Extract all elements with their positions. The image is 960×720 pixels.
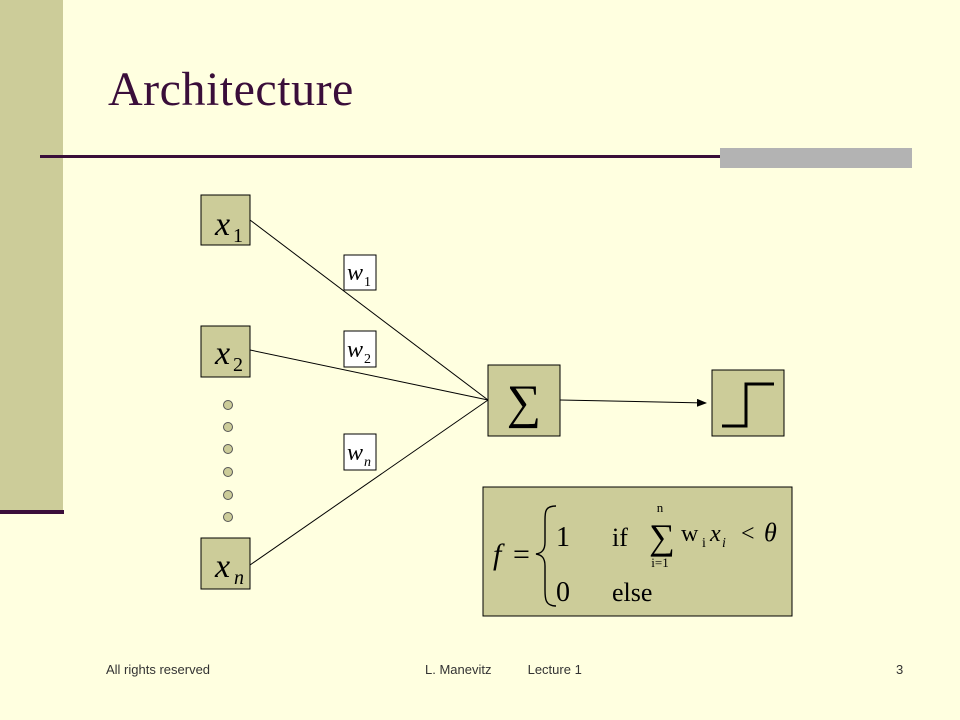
svg-text:i=1: i=1 [651, 555, 668, 570]
weight-box-wn: w n [343, 433, 377, 471]
svg-text:1: 1 [364, 275, 371, 290]
sigma-icon: ∑ [507, 376, 541, 429]
svg-text:θ: θ [764, 518, 777, 547]
svg-text:x: x [214, 548, 230, 585]
svg-text:∑: ∑ [649, 517, 675, 557]
input-node-x2: x 2 [200, 325, 251, 378]
connection-x2 [249, 349, 489, 401]
footer-author-lecture: L. Manevitz Lecture 1 [425, 662, 582, 677]
title-underline [40, 155, 912, 158]
svg-text:=: = [513, 538, 530, 571]
svg-text:if: if [612, 523, 628, 552]
svg-text:2: 2 [233, 354, 243, 376]
svg-text:2: 2 [364, 352, 371, 367]
step-function-node [711, 369, 785, 437]
brace [535, 505, 557, 607]
svg-text:i: i [702, 536, 706, 551]
ellipsis-dots [223, 400, 233, 522]
svg-text:w: w [347, 440, 363, 466]
connection-sum-to-step [559, 398, 707, 407]
svg-text:n: n [657, 500, 664, 515]
title-underline-accent [720, 148, 912, 168]
svg-text:x: x [214, 335, 230, 372]
svg-text:i: i [722, 536, 726, 551]
left-decor-bar [0, 0, 63, 512]
left-decor-bar-cap [0, 510, 64, 514]
step-function-icon [722, 382, 774, 428]
svg-text:0: 0 [556, 577, 570, 608]
svg-text:w: w [347, 337, 363, 363]
footer-rights: All rights reserved [106, 662, 211, 677]
svg-text:<: < [741, 521, 755, 547]
summation-node: ∑ [487, 364, 561, 437]
svg-text:1: 1 [233, 225, 243, 247]
svg-text:else: else [612, 578, 652, 607]
slide-number: 3 [896, 662, 904, 677]
svg-text:n: n [234, 567, 244, 589]
svg-text:x: x [709, 521, 721, 547]
svg-text:n: n [364, 455, 371, 470]
svg-text:w: w [347, 260, 363, 286]
connection-x1 [249, 219, 489, 401]
connection-xn [249, 399, 489, 566]
activation-formula: f = 1 if n ∑ i=1 w i x i < θ 0 else [482, 486, 793, 617]
input-node-xn: x n [200, 537, 251, 590]
svg-text:1: 1 [556, 522, 570, 553]
svg-text:w: w [681, 521, 699, 547]
input-node-x1: x 1 [200, 194, 251, 247]
weight-box-w2: w 2 [343, 330, 377, 368]
weight-box-w1: w 1 [343, 254, 377, 291]
slide-title: Architecture [108, 63, 354, 116]
svg-text:x: x [214, 206, 230, 243]
